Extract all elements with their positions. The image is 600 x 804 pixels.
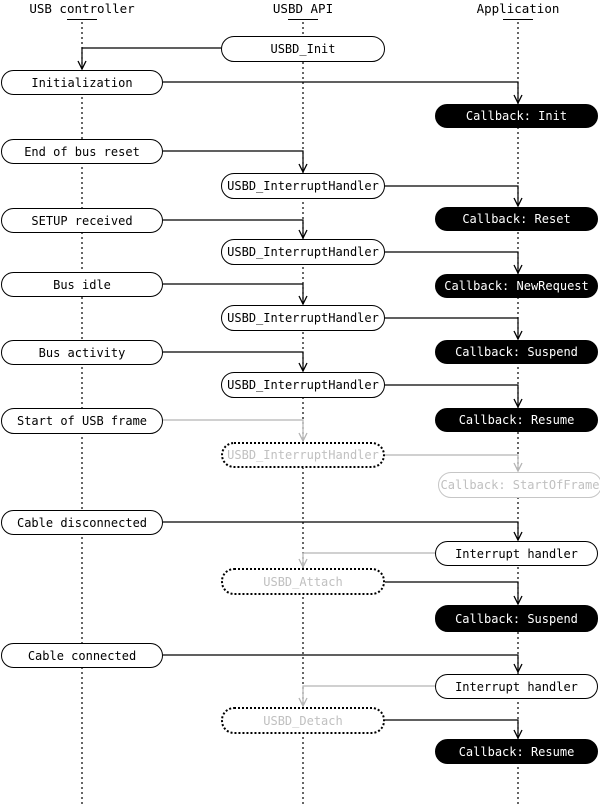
connector-usbd-attach-to-callback-suspend-2	[385, 581, 519, 604]
connector-initialization-to-callback-init	[163, 81, 519, 103]
connector-end-of-bus-reset-to-usbd-interrupthandler-1	[163, 150, 304, 172]
node-callback-suspend: Callback: Suspend	[435, 340, 598, 364]
column-underline-application	[503, 19, 533, 20]
node-usbd-init: USBD_Init	[221, 36, 385, 62]
column-header-usb-controller: USB controller	[29, 1, 135, 16]
arrow-down-icon	[298, 362, 308, 373]
node-usbd-interrupthandler-5: USBD_InterruptHandler	[221, 442, 385, 468]
arrow-down-icon	[298, 697, 308, 708]
node-callback-newrequest: Callback: NewRequest	[435, 274, 598, 298]
node-usbd-interrupthandler-3: USBD_InterruptHandler	[221, 305, 385, 331]
connector-usbd-interrupthandler-1-to-callback-reset	[385, 185, 519, 206]
connector-bus-activity-to-usbd-interrupthandler-4	[163, 351, 304, 371]
connector-usbd-interrupthandler-3-to-callback-suspend	[385, 317, 519, 339]
arrow-down-icon	[513, 462, 523, 473]
column-underline-usb-controller	[67, 19, 97, 20]
connector-usbd-detach-to-callback-resume-2	[385, 719, 519, 738]
arrow-down-icon	[298, 558, 308, 569]
connector-cable-disconnected-to-interrupt-handler-1	[163, 521, 519, 540]
node-end-of-bus-reset: End of bus reset	[1, 139, 163, 164]
node-usbd-interrupthandler-2: USBD_InterruptHandler	[221, 239, 385, 265]
column-header-application: Application	[476, 1, 560, 16]
connector-usbd-interrupthandler-4-to-callback-resume	[385, 384, 519, 407]
node-start-of-usb-frame: Start of USB frame	[1, 408, 163, 434]
arrow-down-icon	[513, 595, 523, 606]
connector-setup-received-to-usbd-interrupthandler-2	[163, 219, 304, 238]
arrow-down-icon	[298, 432, 308, 443]
node-callback-resume: Callback: Resume	[435, 408, 598, 432]
node-callback-init: Callback: Init	[435, 104, 598, 128]
arrow-down-icon	[298, 229, 308, 240]
node-initialization: Initialization	[1, 70, 163, 95]
node-usbd-interrupthandler-1: USBD_InterruptHandler	[221, 173, 385, 199]
node-usbd-interrupthandler-4: USBD_InterruptHandler	[221, 372, 385, 398]
arrow-down-icon	[298, 163, 308, 174]
node-bus-activity: Bus activity	[1, 340, 163, 365]
node-interrupt-handler-2: Interrupt handler	[435, 674, 598, 699]
arrow-down-icon	[513, 94, 523, 105]
arrow-down-icon	[513, 264, 523, 275]
connector-usbd-interrupthandler-5-to-callback-startofframe	[385, 454, 519, 471]
arrow-down-icon	[513, 729, 523, 740]
arrow-down-icon	[298, 295, 308, 306]
node-usbd-attach: USBD_Attach	[221, 568, 385, 595]
node-callback-suspend-2: Callback: Suspend	[435, 605, 598, 632]
column-underline-usbd-api	[288, 19, 318, 20]
node-interrupt-handler-1: Interrupt handler	[435, 541, 598, 566]
connector-interrupt-handler-1-to-usbd-attach	[302, 552, 435, 567]
arrow-down-icon	[77, 60, 87, 71]
connector-interrupt-handler-2-to-usbd-detach	[302, 685, 435, 706]
node-cable-connected: Cable connected	[1, 643, 163, 668]
connector-cable-connected-to-interrupt-handler-2	[163, 654, 519, 672]
arrow-down-icon	[513, 398, 523, 409]
node-bus-idle: Bus idle	[1, 272, 163, 297]
connector-start-of-usb-frame-to-usbd-interrupthandler-5	[163, 419, 304, 441]
node-callback-reset: Callback: Reset	[435, 207, 598, 231]
arrow-down-icon	[513, 663, 523, 674]
node-cable-disconnected: Cable disconnected	[1, 510, 163, 535]
arrow-down-icon	[513, 531, 523, 542]
node-usbd-detach: USBD_Detach	[221, 707, 385, 734]
node-setup-received: SETUP received	[1, 208, 163, 233]
connector-usbd-init-to-initialization	[81, 47, 221, 69]
column-header-usbd-api: USBD API	[272, 1, 334, 16]
arrow-down-icon	[513, 330, 523, 341]
connector-usbd-interrupthandler-2-to-callback-newrequest	[385, 251, 519, 273]
arrow-down-icon	[513, 197, 523, 208]
node-callback-startofframe: Callback: StartOfFrame	[438, 472, 600, 498]
node-callback-resume-2: Callback: Resume	[435, 739, 598, 764]
connector-bus-idle-to-usbd-interrupthandler-3	[163, 283, 304, 304]
